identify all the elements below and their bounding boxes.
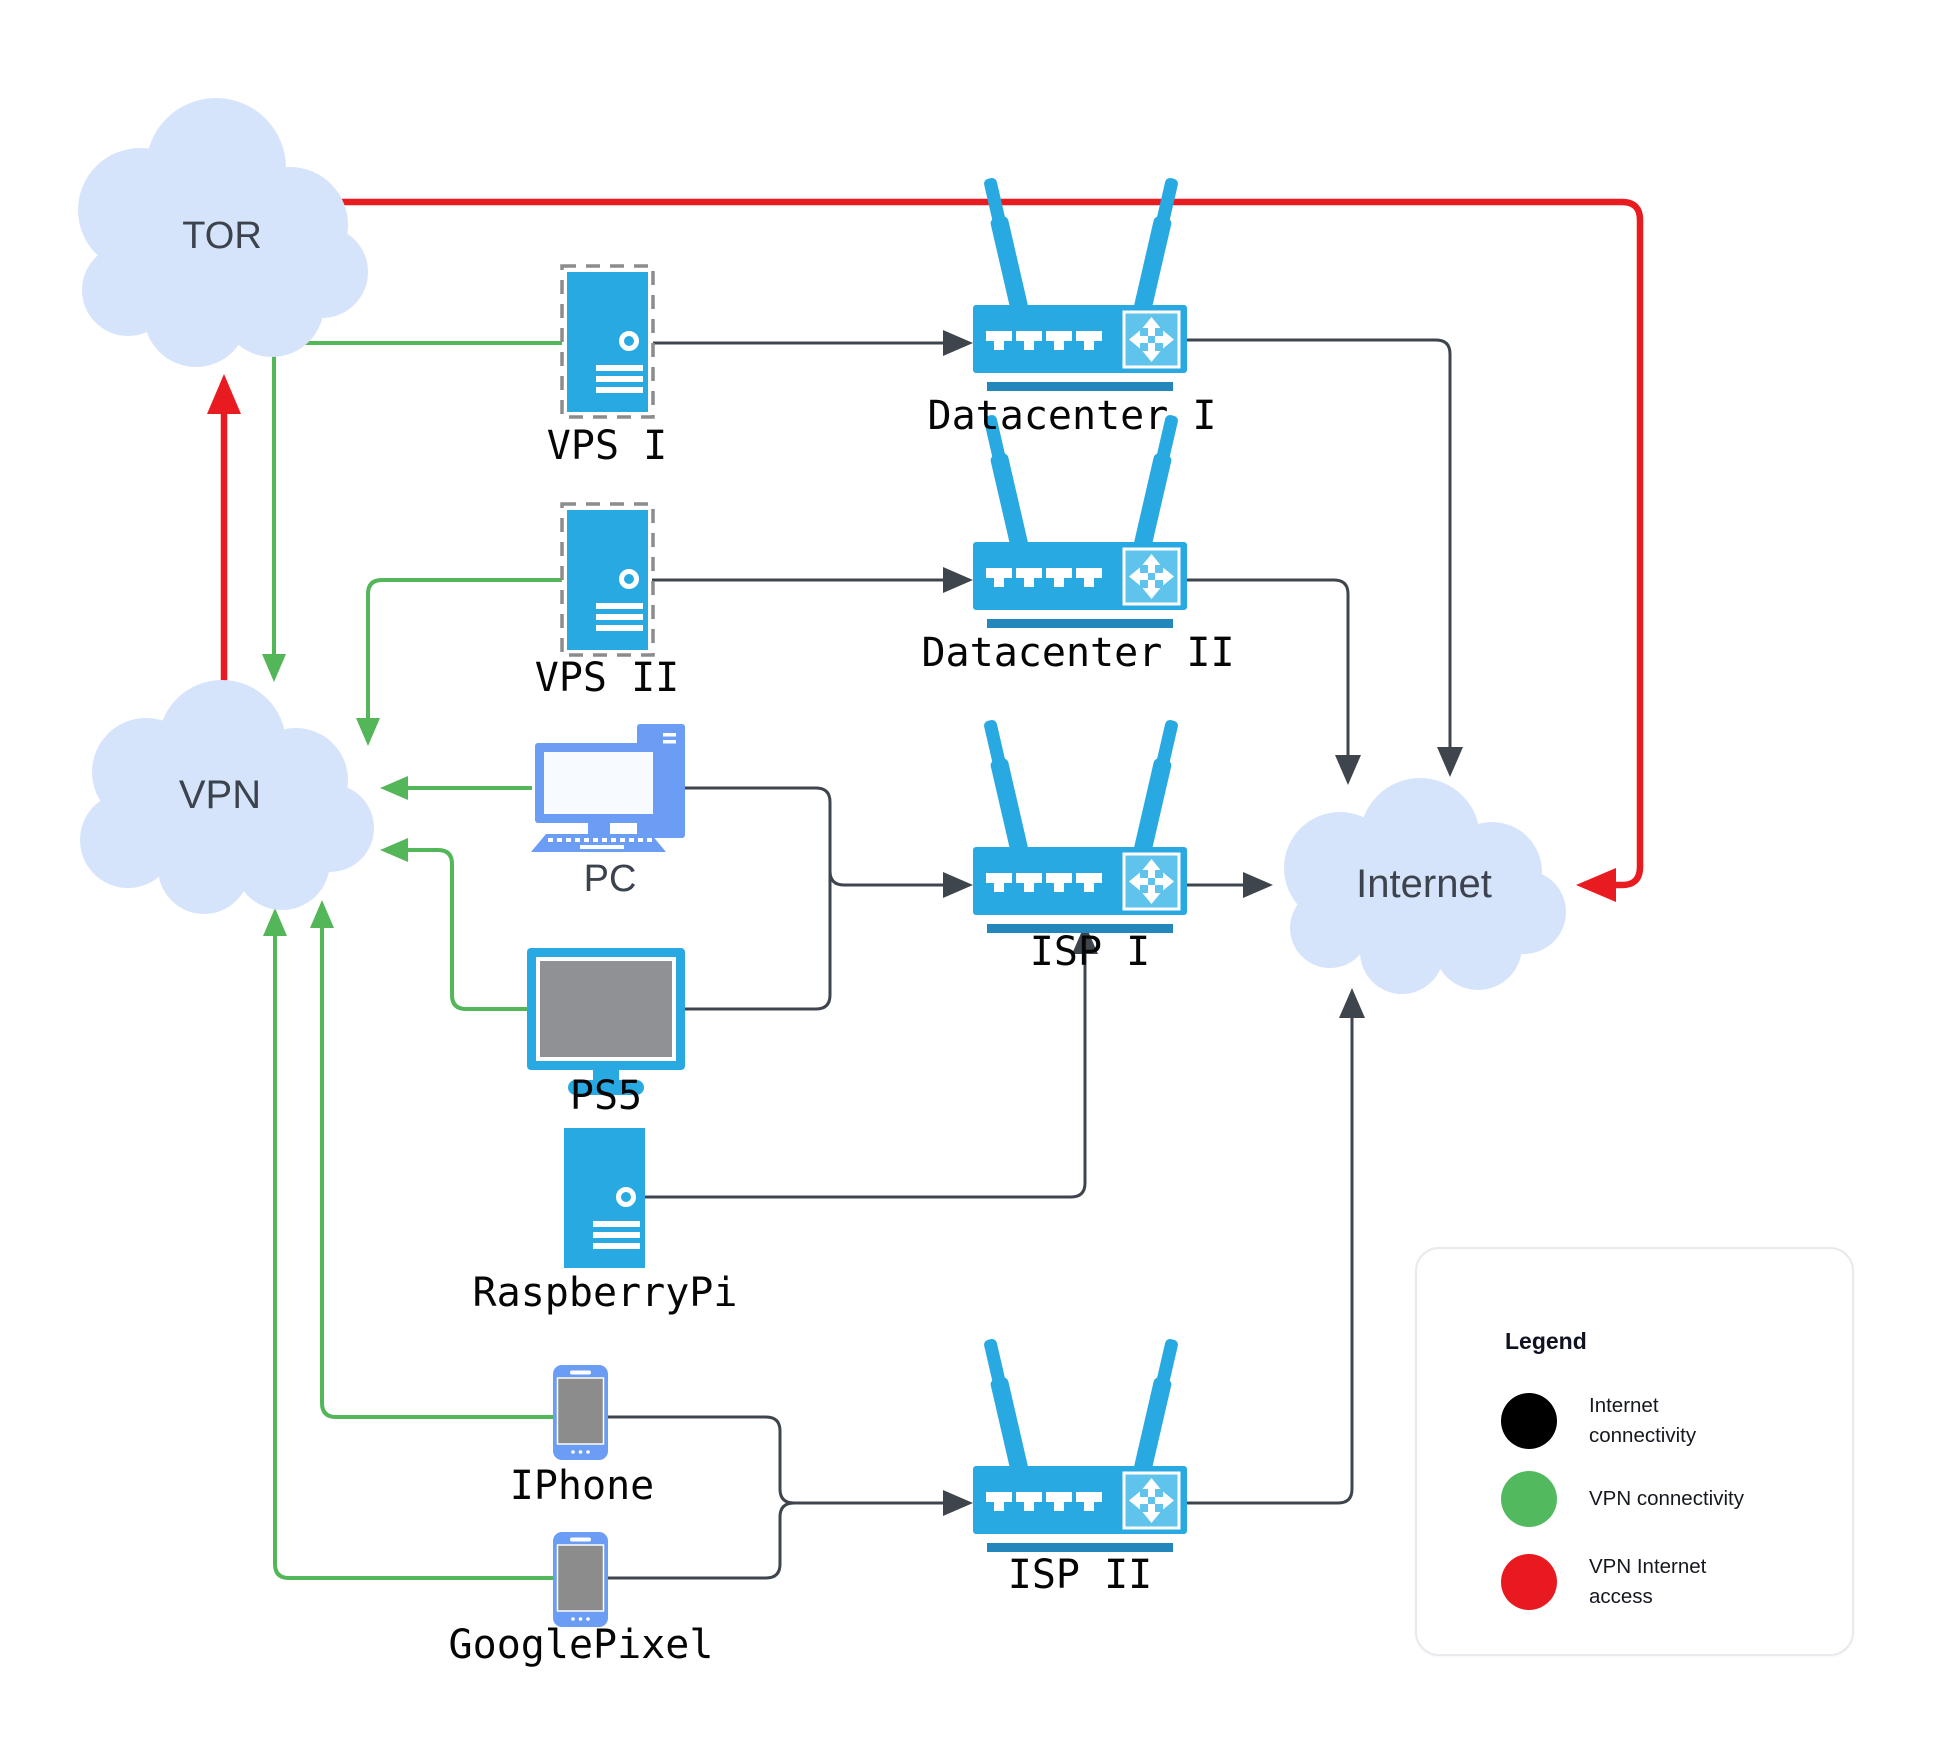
isp2-label: ISP II — [1008, 1552, 1153, 1598]
googlepixel-label: GooglePixel — [449, 1622, 714, 1668]
vpn-internet-access-swatch — [1501, 1553, 1557, 1610]
connector-ps5-vpn — [380, 838, 527, 1011]
connector-isp2-internet — [1187, 988, 1365, 1505]
legend-item-vpn-connectivity: VPN connectivity — [1501, 1471, 1767, 1527]
connector-pc-ps5-trunk — [685, 786, 832, 1011]
connector-googlepixel-merge — [608, 1501, 795, 1580]
tor-label: TOR — [182, 215, 262, 257]
legend-item-vpn-internet-access: VPN Internet access — [1501, 1552, 1767, 1611]
internet-connectivity-lines — [608, 330, 1463, 1580]
raspberrypi-label: RaspberryPi — [473, 1270, 738, 1316]
connector-tor-internet — [340, 198, 1644, 902]
vps1-label: VPS I — [547, 423, 667, 469]
tor-cloud — [78, 98, 368, 367]
vps2-server-icon — [567, 510, 648, 650]
datacenter1-router-icon — [971, 174, 1189, 393]
googlepixel-icon — [552, 1531, 609, 1628]
connector-trunk-isp1 — [828, 870, 973, 898]
pc-label: PC — [584, 858, 637, 900]
vps2-selection-border — [560, 502, 655, 657]
connector-googlepixel-vpn — [263, 908, 553, 1580]
vps1-selection-border — [560, 264, 655, 419]
connector-iphone-vpn — [310, 900, 553, 1419]
vpn-connectivity-lines — [262, 341, 562, 1580]
isp1-router-icon — [971, 716, 1189, 935]
iphone-label: IPhone — [510, 1463, 655, 1509]
vps2-label: VPS II — [535, 655, 680, 701]
legend-item-label: VPN connectivity — [1589, 1487, 1744, 1511]
connector-vps1-vpn — [262, 341, 562, 682]
pc-icon — [531, 724, 685, 852]
ps5-label: PS5 — [570, 1073, 642, 1119]
vpn-cloud — [80, 680, 374, 914]
vps1-server-icon — [567, 272, 648, 412]
legend-title: Legend — [1505, 1328, 1587, 1354]
isp1-label: ISP I — [1030, 929, 1150, 975]
connector-datacenter1-internet — [1187, 338, 1463, 777]
connector-datacenter2-internet — [1187, 578, 1361, 785]
datacenter1-label: Datacenter I — [928, 393, 1217, 439]
vpn-connectivity-swatch — [1501, 1471, 1557, 1527]
legend-panel: Legend Internet connectivity VPN connect… — [1415, 1247, 1854, 1656]
connector-raspberrypi-isp1 — [642, 924, 1098, 1199]
internet-label: Internet — [1356, 862, 1492, 906]
datacenter2-label: Datacenter II — [921, 630, 1234, 676]
vpn-internet-access-lines — [207, 198, 1644, 902]
legend-item-label: VPN Internet access — [1589, 1555, 1707, 1608]
connector-iphone-isp2 — [608, 1415, 973, 1516]
connector-vps2-vpn — [356, 578, 562, 746]
iphone-icon — [552, 1364, 609, 1461]
isp2-router-icon — [971, 1335, 1189, 1554]
vpn-label: VPN — [179, 773, 261, 817]
internet-cloud — [1284, 778, 1566, 994]
legend-item-label: Internet connectivity — [1589, 1394, 1697, 1447]
raspberrypi-icon — [564, 1128, 645, 1268]
legend-item-internet-connectivity: Internet connectivity — [1501, 1391, 1767, 1450]
datacenter2-router-icon — [971, 411, 1189, 630]
ps5-icon — [527, 948, 685, 1095]
internet-connectivity-swatch — [1501, 1392, 1557, 1449]
